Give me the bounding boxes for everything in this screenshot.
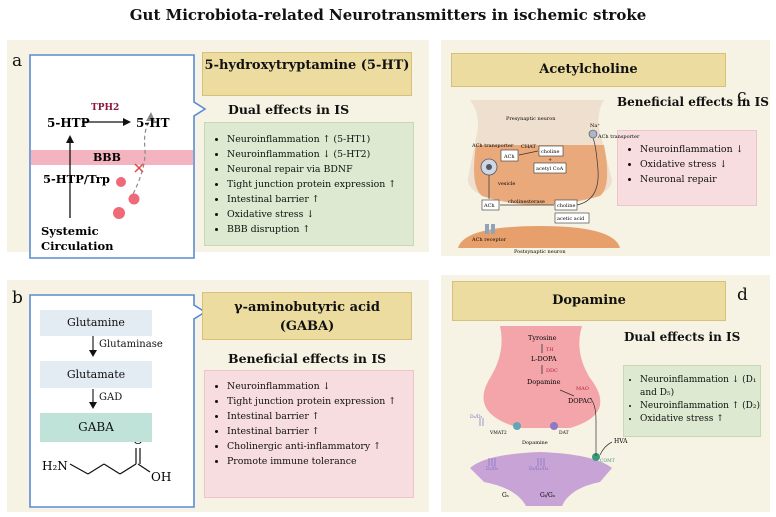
effect-item: Oxidative stress ↓ <box>227 207 413 222</box>
effect-item: Tight junction protein expression ↑ <box>227 177 413 192</box>
effect-item: Neuroinflammation ↓ <box>227 379 413 394</box>
source-label: 5-HTP/Trp <box>43 172 110 186</box>
comt-enzyme <box>592 453 600 461</box>
vesicle-label: vesicle <box>497 181 515 187</box>
dat-label: DAT <box>559 430 569 436</box>
vmat2-transporter <box>513 422 521 430</box>
panel-d-subtitle: Dual effects in IS <box>624 330 741 344</box>
cholinesterase-label: cholinesterase <box>508 199 545 205</box>
gad-label: GAD <box>99 392 123 403</box>
d1d5-label: D₁/D₅ <box>486 466 499 472</box>
tph2-label: TPH2 <box>91 103 119 113</box>
dopac-label: DOPAC <box>568 397 592 405</box>
blocked-crossing-path <box>129 119 151 201</box>
gaba-box: GABA <box>40 413 152 442</box>
panel-c-subtitle: Beneficial effects in IS <box>617 95 769 109</box>
ach-label-cleft: ACh <box>483 203 495 209</box>
effect-item: Promote immune tolerance <box>227 454 413 469</box>
th-label: TH <box>546 347 554 353</box>
panel-b-letter: b <box>12 288 23 308</box>
panel-a-header: 5-hydroxytryptamine (5-HT) <box>202 52 412 96</box>
effect-item: Tight junction protein expression ↑ <box>227 394 413 409</box>
vmat2-label: VMAT2 <box>489 430 507 436</box>
panel-d-letter: d <box>737 285 748 305</box>
tryptophan-particles <box>113 177 140 219</box>
choline-label-cleft: choline <box>557 203 575 209</box>
panel-d-effects-box: Neuroinflammation ↓ (D₁ and D₅) Neuroinf… <box>623 365 761 437</box>
ach-label-cytosol: ACh <box>503 154 515 160</box>
ach-receptor-label: ACh receptor <box>471 237 507 243</box>
circulation-label-2: Circulation <box>41 239 114 253</box>
plus-label: + <box>548 157 552 163</box>
comt-label: COMT <box>600 458 615 464</box>
hva-label: HVA <box>614 438 628 445</box>
ddc-label: DDC <box>546 368 558 374</box>
panel-a-diagram: TPH2 5-HTP 5-HT BBB 5-HTP/Trp Systemic C… <box>29 54 207 259</box>
panel-b-header: γ-aminobutyric acid (GABA) <box>202 292 412 340</box>
effect-item: Neuroinflammation ↑ (5-HT1) <box>227 132 413 147</box>
postsynaptic-label: Postsynaptic neuron <box>514 249 566 255</box>
panel-c-header: Acetylcholine <box>451 53 726 87</box>
panel-a-letter: a <box>12 51 23 71</box>
effect-item: Intestinal barrier ↑ <box>227 424 413 439</box>
dopamine-label: Dopamine <box>527 378 561 386</box>
glutamate-box: Glutamate <box>40 361 152 388</box>
effect-item: Cholinergic anti-inflammatory ↑ <box>227 439 413 454</box>
circulation-label-1: Systemic <box>41 224 99 238</box>
glutaminase-label: Glutaminase <box>99 339 163 350</box>
gigo-label: Gᵢ/Gₒ <box>540 492 556 499</box>
panel-b-diagram: O OH H₂N <box>29 294 207 508</box>
blocked-cross-icon <box>134 163 144 173</box>
panel-b-effects-box: Neuroinflammation ↓ Tight junction prote… <box>204 370 414 498</box>
panel-b-header-line2: (GABA) <box>279 319 335 334</box>
effect-item: BBB disruption ↑ <box>227 222 413 237</box>
panel-b-subtitle: Beneficial effects in IS <box>228 351 387 366</box>
acetyl-coa-label: acetyl CoA <box>536 166 564 172</box>
effect-item: Neuronal repair via BDNF <box>227 162 413 177</box>
panel-c-letter: c <box>737 86 747 106</box>
panel-c-effects-box: Neuroinflammation ↓ Oxidative stress ↓ N… <box>617 130 757 206</box>
dat-transporter <box>550 422 558 430</box>
amine-label: H₂N <box>42 459 68 473</box>
acetic-acid-label: acetic acid <box>557 216 585 222</box>
ldopa-label: L-DOPA <box>531 355 557 363</box>
dopamine-cleft-label: Dopamine <box>522 440 548 446</box>
effect-item: Intestinal barrier ↑ <box>227 409 413 424</box>
d2d4-label: D₂/D₃/D₄ <box>529 466 548 472</box>
ach-transporter-out-label: ACh transporter <box>597 134 640 140</box>
gs-label: Gₛ <box>502 492 509 499</box>
effect-item: Neuroinflammation ↓ <box>640 142 756 157</box>
panel-d-header: Dopamine <box>452 281 726 321</box>
5htp-label: 5-HTP <box>47 116 90 130</box>
figure-title: Gut Microbiota-related Neurotransmitters… <box>129 6 647 24</box>
hydroxyl-label: OH <box>151 470 171 484</box>
presynaptic-label: Presynaptic neuron <box>506 116 556 122</box>
mao-label: MAO <box>576 386 589 392</box>
effect-item: Oxidative stress ↑ <box>640 413 760 426</box>
glutamine-box: Glutamine <box>40 310 152 336</box>
effect-item: Oxidative stress ↓ <box>640 157 756 172</box>
na-label: Na⁺ <box>590 123 600 129</box>
tyrosine-label: Tyrosine <box>528 334 557 342</box>
choline-label-inner: choline <box>541 149 559 155</box>
effect-item: Intestinal barrier ↑ <box>227 192 413 207</box>
bbb-label: BBB <box>93 151 121 164</box>
chat-label: CHAT <box>521 144 537 150</box>
gaba-structure <box>69 448 151 475</box>
effect-item: Neuroinflammation ↓ (5-HT2) <box>227 147 413 162</box>
panel-a-subtitle: Dual effects in IS <box>228 102 350 117</box>
ach-transporter-in-label: ACh transporter <box>471 143 514 149</box>
effect-item: Neuronal repair <box>640 172 756 187</box>
d2d3-label: D₂/D₃ <box>470 414 483 420</box>
panel-b-header-line1: γ-aminobutyric acid <box>234 300 380 315</box>
effect-item: Neuroinflammation ↑ (D₂) <box>640 400 760 413</box>
effect-item: Neuroinflammation ↓ (D₁ and D₅) <box>640 374 760 400</box>
panel-a-effects-box: Neuroinflammation ↑ (5-HT1) Neuroinflamm… <box>204 122 414 246</box>
bbb-band <box>31 150 193 165</box>
5ht-label: 5-HT <box>136 116 170 130</box>
